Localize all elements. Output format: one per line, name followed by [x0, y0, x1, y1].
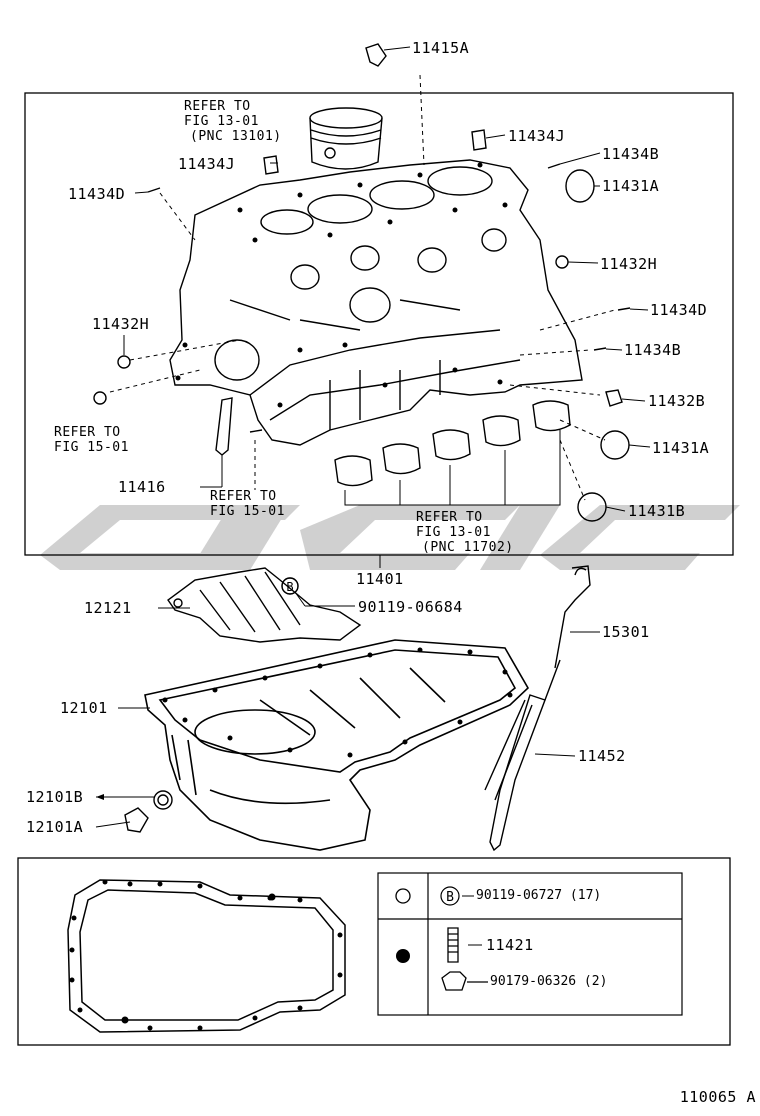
oil-level-gauge-illustration	[484, 565, 591, 852]
dashed-guides	[109, 74, 616, 501]
label-11434J-right: 11434J	[508, 127, 566, 145]
legend-b-mark-icon	[440, 886, 460, 906]
label-11432H-right: 11432H	[600, 255, 658, 273]
label-90119-06684: 90119-06684	[358, 598, 463, 616]
baffle-plate-illustration	[167, 567, 362, 643]
oil-pan-gasket-illustration	[67, 879, 346, 1033]
legend-b-mark-letter: B	[446, 890, 454, 905]
label-12101B: 12101B	[26, 788, 84, 806]
label-11452: 11452	[578, 747, 626, 765]
filled-circle-icon	[396, 949, 410, 963]
oil-pan-illustration	[144, 639, 530, 851]
label-11431A-bottom: 11431A	[652, 439, 710, 457]
stud-bolt-icon	[447, 927, 459, 963]
legend-table	[377, 872, 683, 1016]
note-refer-piston-line1: REFER TO	[184, 99, 251, 114]
note-refer-fig15-left-line2: FIG 15-01	[54, 440, 129, 455]
upper-frame	[24, 92, 734, 556]
legend-row1-text: 90119-06727 (17)	[476, 888, 602, 903]
crank-bearings	[334, 400, 571, 487]
figure-id: 110065 A	[679, 1088, 756, 1106]
note-refer-fig15-mid-line2: FIG 15-01	[210, 504, 285, 519]
lower-frame	[17, 857, 731, 1046]
label-11431B: 11431B	[628, 502, 686, 520]
small-parts	[93, 43, 631, 522]
label-11415A: 11415A	[412, 39, 470, 57]
flange-nut-icon	[441, 971, 488, 991]
label-15301: 15301	[602, 623, 650, 641]
label-11434J-left: 11434J	[178, 155, 236, 173]
legend-row2-text: 11421	[486, 936, 534, 954]
label-11416: 11416	[118, 478, 166, 496]
label-11434B-top: 11434B	[602, 145, 660, 163]
label-11434D-left: 11434D	[68, 185, 126, 203]
hollow-circle-icon	[395, 888, 411, 904]
piston-illustration	[309, 107, 383, 170]
label-12101A: 12101A	[26, 818, 84, 836]
block-bolt-holes	[175, 162, 508, 408]
note-refer-bearing-line1: REFER TO	[416, 510, 483, 525]
note-refer-bearing-line3: (PNC 11702)	[422, 540, 514, 555]
drain-plug-illustration	[124, 790, 173, 833]
note-refer-bearing-line2: FIG 13-01	[416, 525, 491, 540]
label-11431A-top: 11431A	[602, 177, 660, 195]
label-11434D-right: 11434D	[650, 301, 708, 319]
note-refer-piston-line2: FIG 13-01	[184, 114, 259, 129]
label-12121: 12121	[84, 599, 132, 617]
label-12101: 12101	[60, 699, 108, 717]
arrow-icon	[96, 794, 104, 800]
cylinder-block-illustration	[169, 159, 583, 446]
legend-row3-text: 90179-06326 (2)	[490, 974, 608, 989]
label-11401: 11401	[356, 570, 404, 588]
note-refer-piston-line3: (PNC 13101)	[190, 129, 282, 144]
note-refer-fig15-left-line1: REFER TO	[54, 425, 121, 440]
b-mark-letter: B	[286, 580, 293, 594]
label-11432H-left: 11432H	[92, 315, 150, 333]
note-refer-fig15-mid-line1: REFER TO	[210, 489, 277, 504]
oil-pan-bolt-holes	[162, 647, 513, 758]
label-11434B-mid: 11434B	[624, 341, 682, 359]
b-mark-icon	[281, 577, 299, 595]
label-11432B: 11432B	[648, 392, 706, 410]
gasket-bolt-holes	[69, 879, 343, 1031]
